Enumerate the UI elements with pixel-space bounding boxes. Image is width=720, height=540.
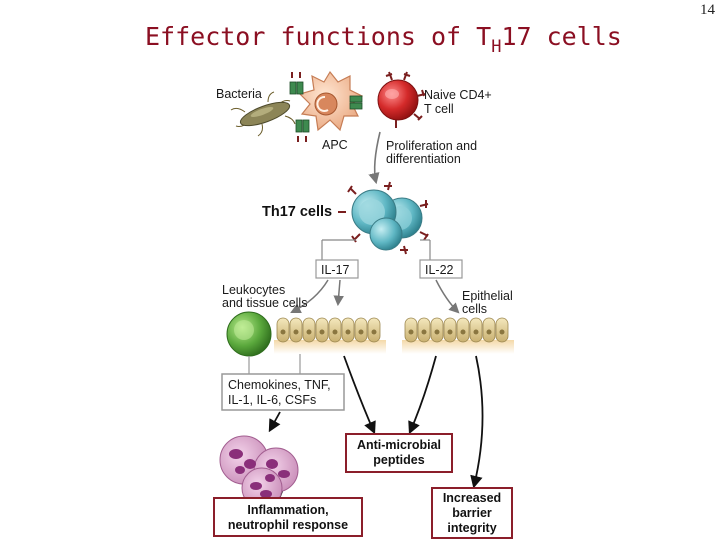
barrier-label-3: integrity	[447, 521, 496, 535]
antimicrobial-box	[345, 433, 453, 473]
arrow-il17-peptides	[343, 355, 376, 435]
naive-t-cell-label-2: T cell	[424, 102, 454, 116]
epithelial-label-2: cells	[462, 302, 487, 316]
antimicrobial-label-2: peptides	[373, 453, 424, 467]
barrier-label-1: Increased	[443, 491, 501, 505]
il17-box	[315, 259, 359, 279]
title-main: Effector functions of T	[145, 22, 492, 51]
title-suffix: 17 cells	[501, 22, 622, 51]
arrow-proliferation	[368, 131, 381, 185]
leukocyte-label-2: and tissue cells	[222, 296, 307, 310]
chemokines-box	[221, 373, 345, 411]
bacterium-icon	[230, 91, 296, 137]
slide-number: 14	[700, 2, 715, 18]
il17-label: IL-17	[321, 263, 350, 277]
arrow-il22-barrier	[470, 355, 484, 489]
barrier-box	[431, 487, 513, 539]
naive-t-cell	[377, 71, 426, 128]
antimicrobial-label-1: Anti-microbial	[357, 438, 441, 452]
arrow-chemokines-inflammation	[268, 411, 281, 433]
chemokines-label-1: Chemokines, TNF,	[228, 378, 331, 392]
barrier-label-2: barrier	[452, 506, 492, 520]
leukocyte-label-1: Leukocytes	[222, 283, 285, 297]
title-subscript: H	[491, 37, 502, 57]
th17-label: Th17 cells	[262, 204, 332, 220]
arrow-il17-leukocyte	[290, 279, 329, 313]
th17-cells	[338, 181, 429, 255]
proliferation-label-1: Proliferation and	[386, 139, 477, 153]
arrow-il22-peptides	[408, 355, 437, 435]
leukocyte-cell	[226, 311, 272, 357]
inflammation-label-1: Inflammation,	[247, 503, 328, 517]
inflammation-label-2: neutrophil response	[228, 518, 348, 532]
epithelial-label-1: Epithelial	[462, 289, 513, 303]
inflammation-box	[213, 497, 363, 537]
slide-title: Effector functions of TH17 cells	[145, 22, 622, 57]
arrow-il17-epithelium	[333, 279, 344, 307]
apc-cell	[289, 70, 364, 142]
naive-t-cell-label-1: Naive CD4+	[424, 88, 492, 102]
arrow-il22-epithelium	[435, 279, 460, 314]
apc-label: APC	[322, 138, 348, 152]
epithelium-right	[402, 317, 514, 354]
epithelium-left	[274, 317, 386, 354]
bacteria-label: Bacteria	[216, 87, 262, 101]
il22-box	[419, 259, 463, 279]
proliferation-label-2: differentiation	[386, 152, 461, 166]
il22-label: IL-22	[425, 263, 454, 277]
chemokines-label-2: IL-1, IL-6, CSFs	[228, 393, 316, 407]
